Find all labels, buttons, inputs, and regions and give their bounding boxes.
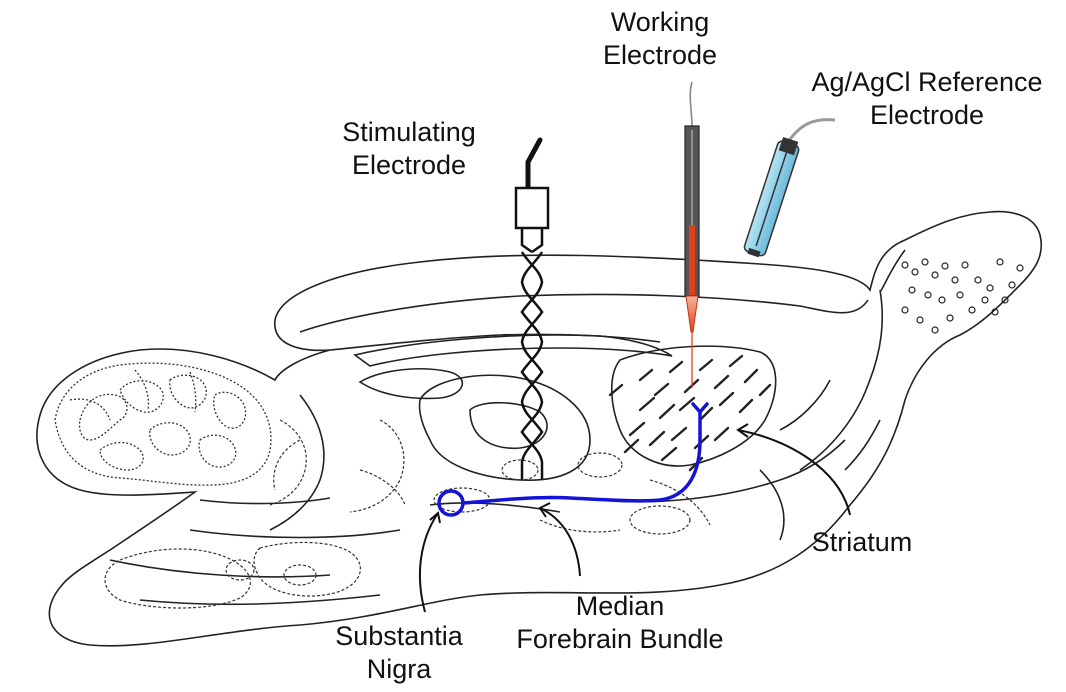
callout-arrows (420, 424, 850, 612)
median-forebrain-bundle-path (439, 404, 707, 515)
reference-electrode-label: Ag/AgCl Reference Electrode (798, 66, 1056, 132)
stimulating-electrode-label-line-2: Electrode (322, 149, 496, 182)
reference-electrode (743, 120, 835, 259)
working-electrode (685, 82, 699, 388)
substantia-nigra-label: Substantia Nigra (316, 620, 482, 686)
mfb-label-line-2: Forebrain Bundle (490, 623, 750, 656)
striatum-arrow (738, 430, 850, 515)
working-electrode-label: Working Electrode (590, 6, 730, 72)
working-electrode-label-line-1: Working (590, 6, 730, 39)
stimulating-electrode-label: Stimulating Electrode (322, 116, 496, 182)
sn-arrow (420, 513, 438, 612)
cerebellum (55, 363, 271, 485)
striatum-fibers (610, 356, 770, 470)
mfb-label-line-1: Median (490, 590, 750, 623)
brainstem-details (105, 420, 710, 608)
reference-electrode-label-line-2: Electrode (798, 99, 1056, 132)
olfactory-bulb (902, 259, 1023, 333)
striatum-label: Striatum (792, 526, 932, 559)
stimulating-electrode (516, 140, 548, 480)
stimulating-electrode-label-line-1: Stimulating (322, 116, 496, 149)
mfb-arrow (540, 508, 580, 576)
median-forebrain-bundle-label: Median Forebrain Bundle (490, 590, 750, 656)
striatum-label-text: Striatum (792, 526, 932, 559)
working-electrode-label-line-2: Electrode (590, 39, 730, 72)
sn-label-line-1: Substantia (316, 620, 482, 653)
sn-label-line-2: Nigra (316, 653, 482, 686)
reference-electrode-label-line-1: Ag/AgCl Reference (798, 66, 1056, 99)
